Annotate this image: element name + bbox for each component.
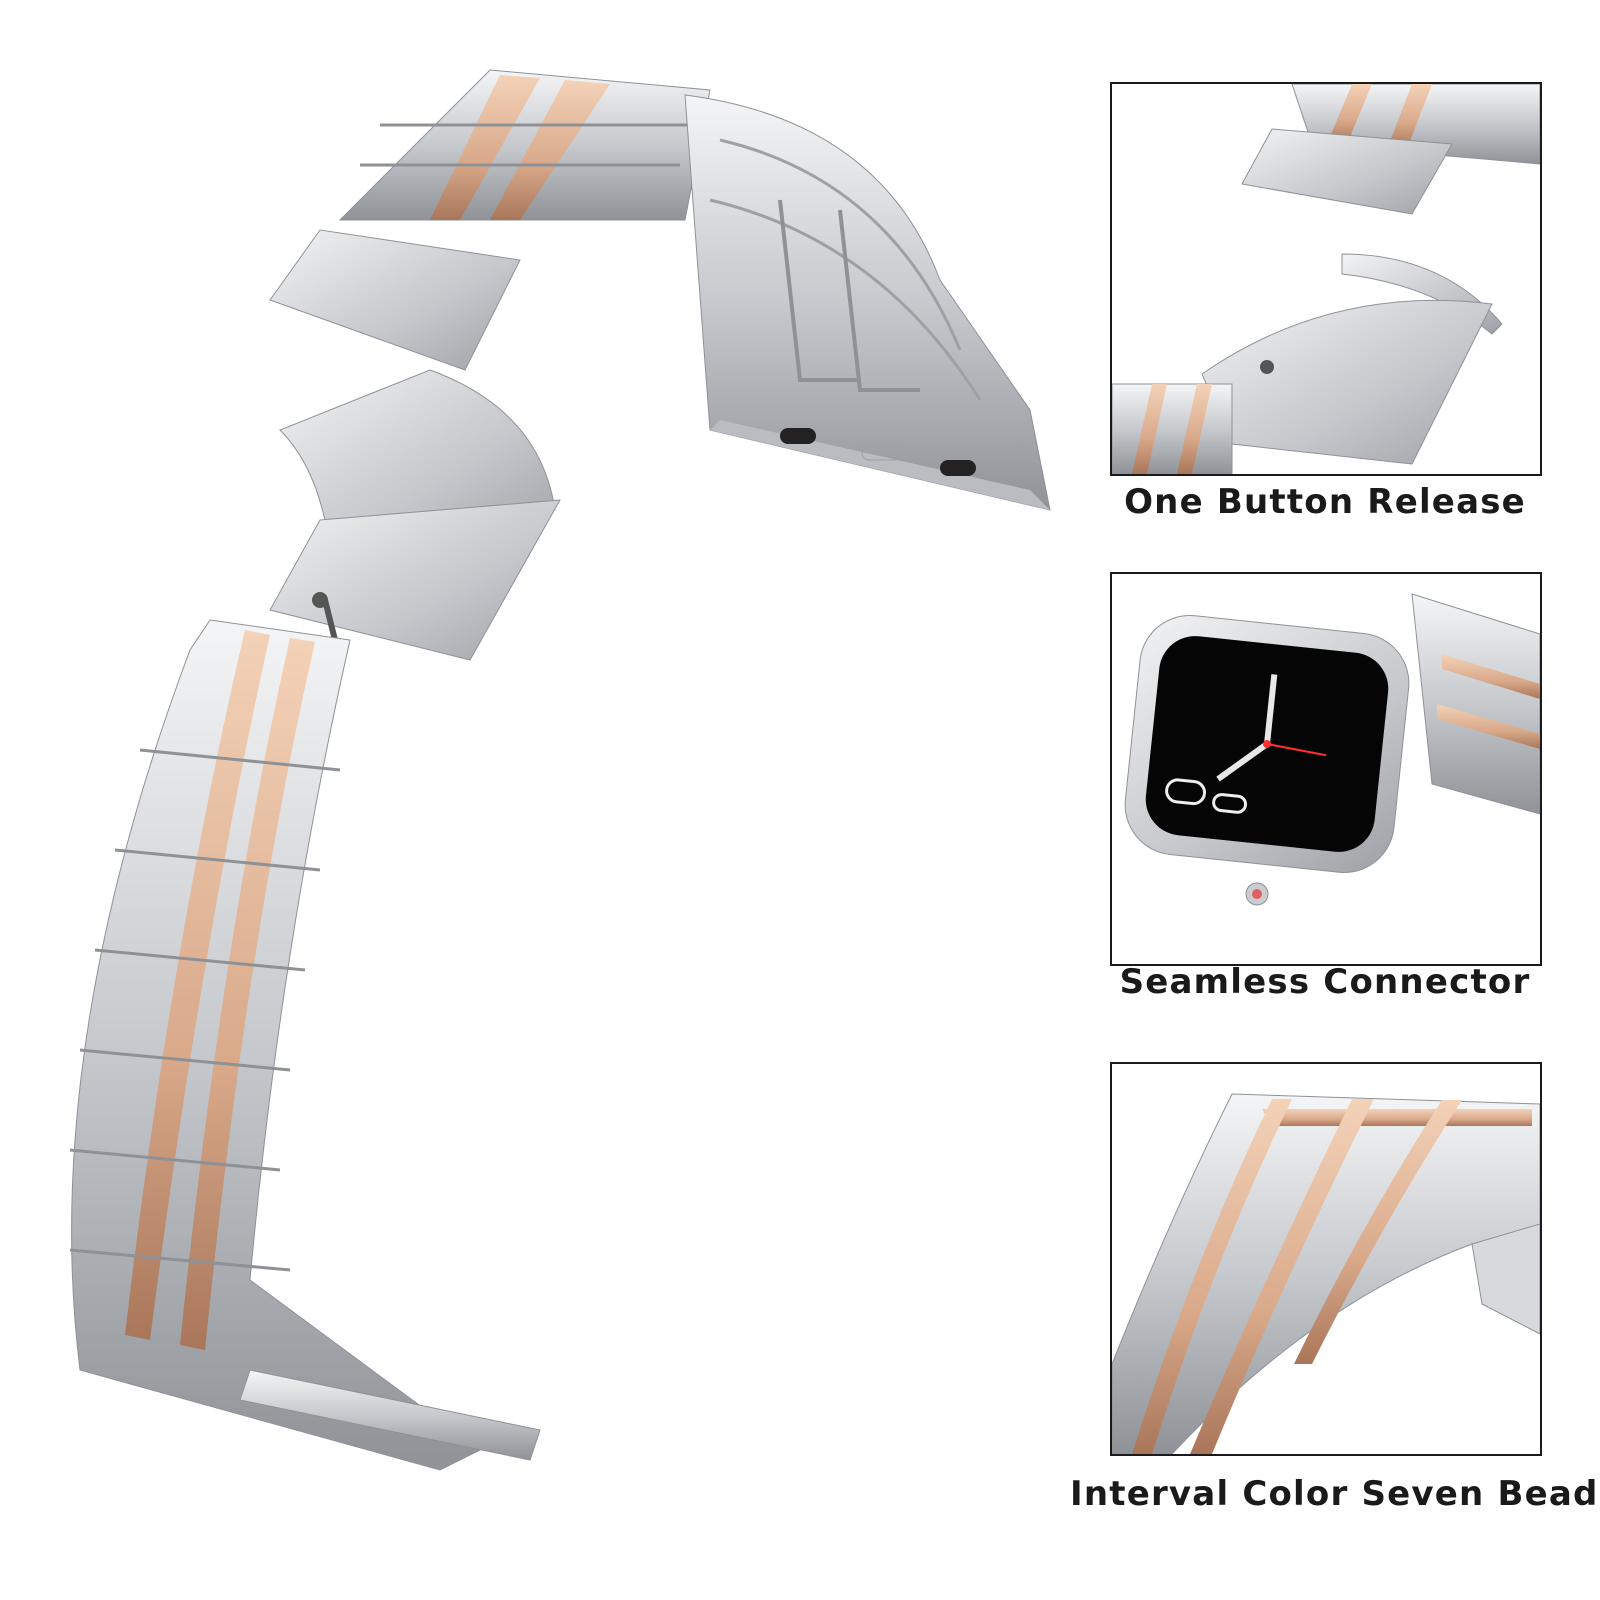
caption-one-button-release: One Button Release	[1124, 482, 1526, 522]
seven-beads-closeup-image	[1112, 1064, 1540, 1454]
feature-panel-seamless-connector	[1110, 572, 1542, 966]
caption-seamless-connector: Seamless Connector	[1119, 962, 1531, 1002]
upper-silver-links	[684, 94, 1051, 511]
upper-two-tone-links	[338, 69, 711, 221]
feature-panel-interval-color-seven-beads	[1110, 1062, 1542, 1456]
watch-connector-image	[1112, 574, 1540, 964]
fold-clasp	[269, 229, 561, 661]
watch-band-image	[69, 69, 1051, 1471]
clasp-closeup-image	[1112, 84, 1540, 474]
feature-panel-one-button-release	[1110, 82, 1542, 476]
lower-two-tone-links	[69, 619, 541, 1471]
caption-interval-color-seven-beads: Interval Color Seven Beads	[1070, 1474, 1600, 1514]
